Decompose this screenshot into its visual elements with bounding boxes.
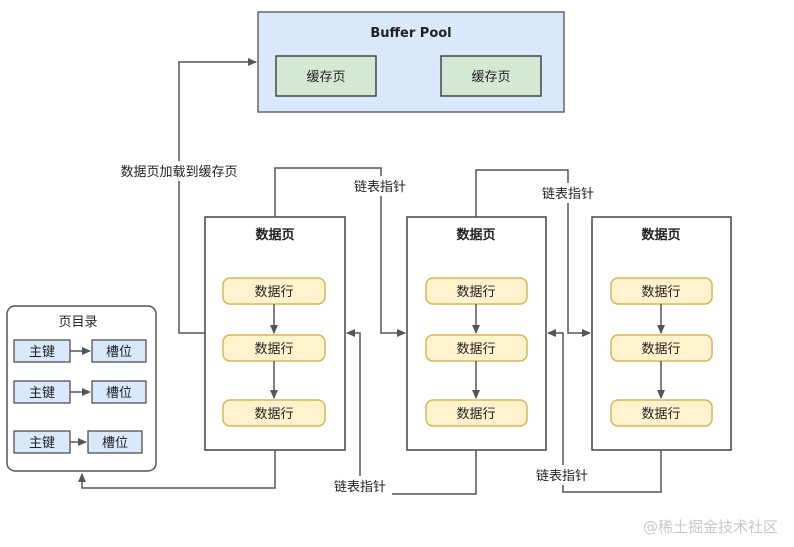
page-directory: 页目录 主键 槽位 主键 槽位 主键 槽位 <box>6 305 157 472</box>
data-row-label: 数据行 <box>641 285 680 300</box>
data-row-label: 数据行 <box>641 407 680 422</box>
data-page: 数据页 数据行 数据行 数据行 <box>204 216 346 451</box>
slot-label: 槽位 <box>106 345 132 360</box>
data-row-label: 数据行 <box>254 342 293 357</box>
data-row-label: 数据行 <box>456 285 495 300</box>
data-row-label: 数据行 <box>254 285 293 300</box>
cache-page-label: 缓存页 <box>306 70 345 85</box>
slot-cell <box>91 380 147 404</box>
buffer-pool: Buffer Pool 缓存页 缓存页 <box>257 11 565 113</box>
load-arrow <box>178 58 257 334</box>
cache-page-label: 缓存页 <box>471 70 510 85</box>
data-row-label: 数据行 <box>641 342 680 357</box>
watermark: @稀土掘金技术社区 <box>642 518 778 536</box>
data-row-label: 数据行 <box>456 407 495 422</box>
cache-page: 缓存页 <box>275 55 377 97</box>
data-page: 数据页 数据行 数据行 数据行 <box>406 216 547 451</box>
buffer-pool-title: Buffer Pool <box>370 26 451 41</box>
link-pointer-label: 链表指针 <box>334 480 386 495</box>
data-row-label: 数据行 <box>456 342 495 357</box>
page-directory-title: 页目录 <box>58 315 97 330</box>
link-pointer-forward <box>475 169 591 337</box>
slot-cell <box>91 339 147 363</box>
primary-key-label: 主键 <box>29 386 55 401</box>
slot-label: 槽位 <box>102 436 128 451</box>
data-row <box>222 399 326 427</box>
data-page-title: 数据页 <box>255 227 294 243</box>
primary-key-label: 主键 <box>29 436 55 451</box>
directory-pointer <box>78 450 276 489</box>
cache-page: 缓存页 <box>440 55 542 97</box>
link-pointer-label: 链表指针 <box>542 187 594 202</box>
data-page-title: 数据页 <box>456 227 495 243</box>
link-pointer-label: 链表指针 <box>354 180 406 195</box>
data-page-title: 数据页 <box>641 227 680 243</box>
link-pointer-backward <box>547 329 662 493</box>
load-label: 数据页加载到缓存页 <box>120 165 237 180</box>
data-page: 数据页 数据行 数据行 数据行 <box>591 216 732 451</box>
data-row <box>610 399 713 427</box>
slot-cell <box>87 430 143 454</box>
data-row-label: 数据行 <box>254 407 293 422</box>
link-pointer-forward <box>274 167 406 337</box>
primary-key-label: 主键 <box>29 345 55 360</box>
data-row <box>425 399 528 427</box>
link-pointer-label: 链表指针 <box>536 469 588 484</box>
slot-label: 槽位 <box>106 386 132 401</box>
